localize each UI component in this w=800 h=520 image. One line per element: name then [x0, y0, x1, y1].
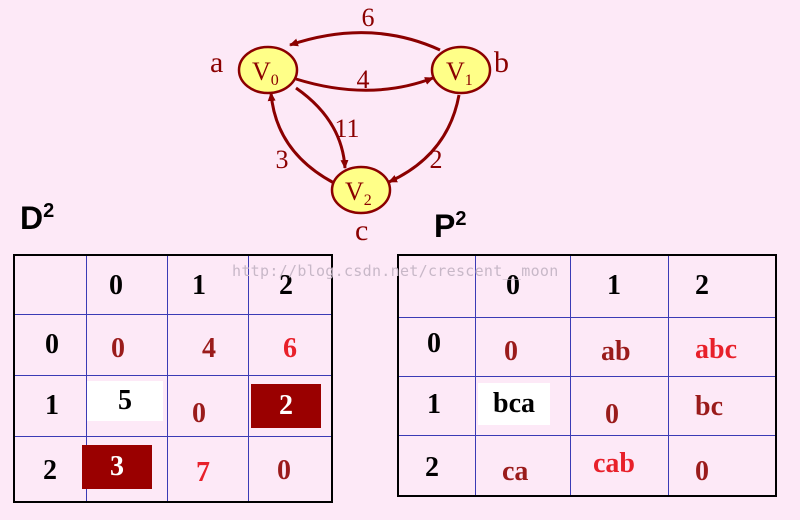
d-cell-2-0: 3 [82, 435, 168, 503]
d-row-header-2: 2 [13, 435, 87, 503]
edge-weight-v1-v2: 2 [430, 145, 443, 174]
node-name-c: c [355, 214, 368, 247]
p-cell-2-2: 0 [668, 434, 777, 497]
p-matrix: 0 1 2 0 0 ab abc 1 bca 0 bc 2 ca cab 0 [397, 254, 777, 497]
d-col-header-1: 1 [167, 254, 249, 315]
d-cell-0-1: 4 [167, 313, 249, 376]
edge-v1-v2 [388, 94, 461, 184]
p-cell-0-1: ab [570, 316, 669, 377]
d-row-header-0: 0 [13, 313, 87, 376]
p-row-header-2: 2 [397, 434, 476, 497]
p-cell-0-2: abc [668, 316, 777, 377]
edge-weight-v0-v1: 4 [357, 65, 370, 94]
d-matrix-title: D2 [20, 200, 55, 236]
p-cell-0-0: 0 [475, 316, 571, 377]
edge-v1-v0 [289, 31, 441, 52]
p-row-header-1: 1 [397, 375, 476, 436]
p-col-header-1: 1 [570, 254, 669, 318]
edge-weight-v2-v0: 3 [276, 145, 289, 174]
p-col-header-0: 0 [475, 254, 571, 318]
edge-weight-v1-v0: 6 [362, 3, 375, 32]
node-v2-label: V2 [345, 177, 372, 209]
d-cell-2-1: 7 [167, 435, 249, 503]
d-cell-2-2: 0 [248, 435, 333, 503]
d-col-header-2: 2 [248, 254, 333, 315]
node-v1: V1 [430, 45, 492, 95]
d-col-header-0: 0 [86, 254, 168, 315]
p-cell-2-1: cab [570, 434, 669, 497]
d-cell-1-0: 5 [86, 374, 168, 437]
d-cell-1-2: 2 [248, 374, 333, 437]
p-cell-1-0: bca [475, 375, 571, 436]
p-row-header-0: 0 [397, 316, 476, 377]
node-name-a: a [210, 46, 223, 79]
edge-v2-v0 [267, 92, 335, 185]
p-cell-1-2: bc [668, 375, 777, 436]
p-cell-1-1: 0 [570, 375, 669, 436]
d-row-header-1: 1 [13, 374, 87, 437]
watermark: http://blog.csdn.net/crescent__moon [232, 262, 559, 280]
p-cell-2-0: ca [475, 434, 571, 497]
p-matrix-title: P2 [434, 208, 467, 244]
d-cell-0-0: 0 [86, 313, 168, 376]
d-matrix: 0 1 2 0 0 4 6 1 5 0 2 2 3 7 0 [13, 254, 333, 503]
node-v0-label: V0 [252, 57, 279, 89]
d-cell-0-2: 6 [248, 313, 333, 376]
node-v1-label: V1 [446, 57, 473, 89]
d-cell-1-1: 0 [167, 374, 249, 437]
edge-v0-v1 [295, 76, 434, 92]
edge-weight-v0-v2: 11 [334, 114, 359, 143]
node-v2: V2 [330, 165, 392, 215]
node-name-b: b [494, 46, 509, 79]
p-col-header-2: 2 [668, 254, 777, 318]
d-corner-cell [13, 254, 87, 315]
edge-v0-v2 [295, 86, 349, 169]
node-v0: V0 [237, 45, 299, 95]
